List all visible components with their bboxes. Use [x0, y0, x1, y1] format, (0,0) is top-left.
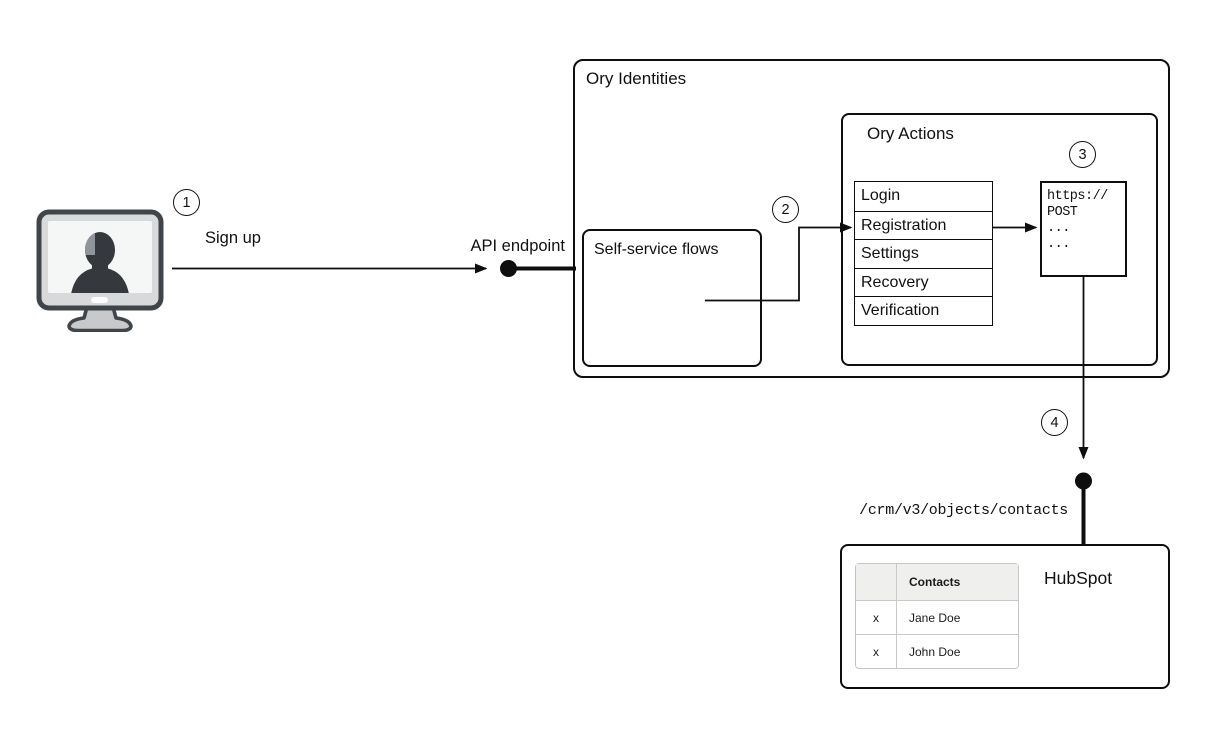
user-computer-icon	[36, 209, 164, 332]
flow-row-verification: Verification	[855, 296, 992, 325]
webhook-code-line: https://	[1047, 189, 1108, 204]
webhook-request-box: https:// POST ... ...	[1040, 181, 1127, 277]
crm-path-label: /crm/v3/objects/contacts	[859, 502, 1068, 519]
contacts-header-empty-cell	[856, 564, 896, 600]
step-badge-2: 2	[772, 196, 799, 223]
flow-list: Login Registration Settings Recovery Ver…	[854, 181, 993, 326]
self-service-flows-title: Self-service flows	[594, 241, 719, 258]
contact-row-name: John Doe	[896, 634, 1018, 668]
flow-row-recovery: Recovery	[855, 267, 992, 297]
hubspot-endpoint-dot	[1075, 472, 1092, 490]
contact-row-name: Jane Doe	[896, 600, 1018, 634]
hubspot-title: HubSpot	[1044, 568, 1113, 588]
contact-row-mark: x	[856, 634, 896, 668]
flow-row-login: Login	[855, 182, 992, 211]
api-endpoint-dot	[500, 260, 517, 277]
api-endpoint-label: API endpoint	[470, 237, 566, 255]
flow-row-settings: Settings	[855, 239, 992, 268]
signup-label: Sign up	[205, 229, 261, 247]
contacts-table: Contacts x Jane Doe x John Doe	[855, 563, 1019, 669]
step-badge-3: 3	[1069, 141, 1096, 168]
ory-actions-title: Ory Actions	[867, 124, 954, 143]
user-silhouette	[71, 232, 129, 293]
monitor-stand	[67, 305, 133, 332]
step-badge-4: 4	[1041, 409, 1068, 436]
contacts-header-cell: Contacts	[896, 564, 1018, 600]
webhook-code-line: POST	[1047, 205, 1078, 220]
step-badge-1: 1	[173, 189, 200, 216]
webhook-code-line: ...	[1047, 237, 1070, 252]
contact-row-mark: x	[856, 600, 896, 634]
ory-identities-title: Ory Identities	[586, 69, 687, 88]
webhook-code-line: ...	[1047, 221, 1070, 236]
flow-row-registration: Registration	[855, 210, 992, 240]
